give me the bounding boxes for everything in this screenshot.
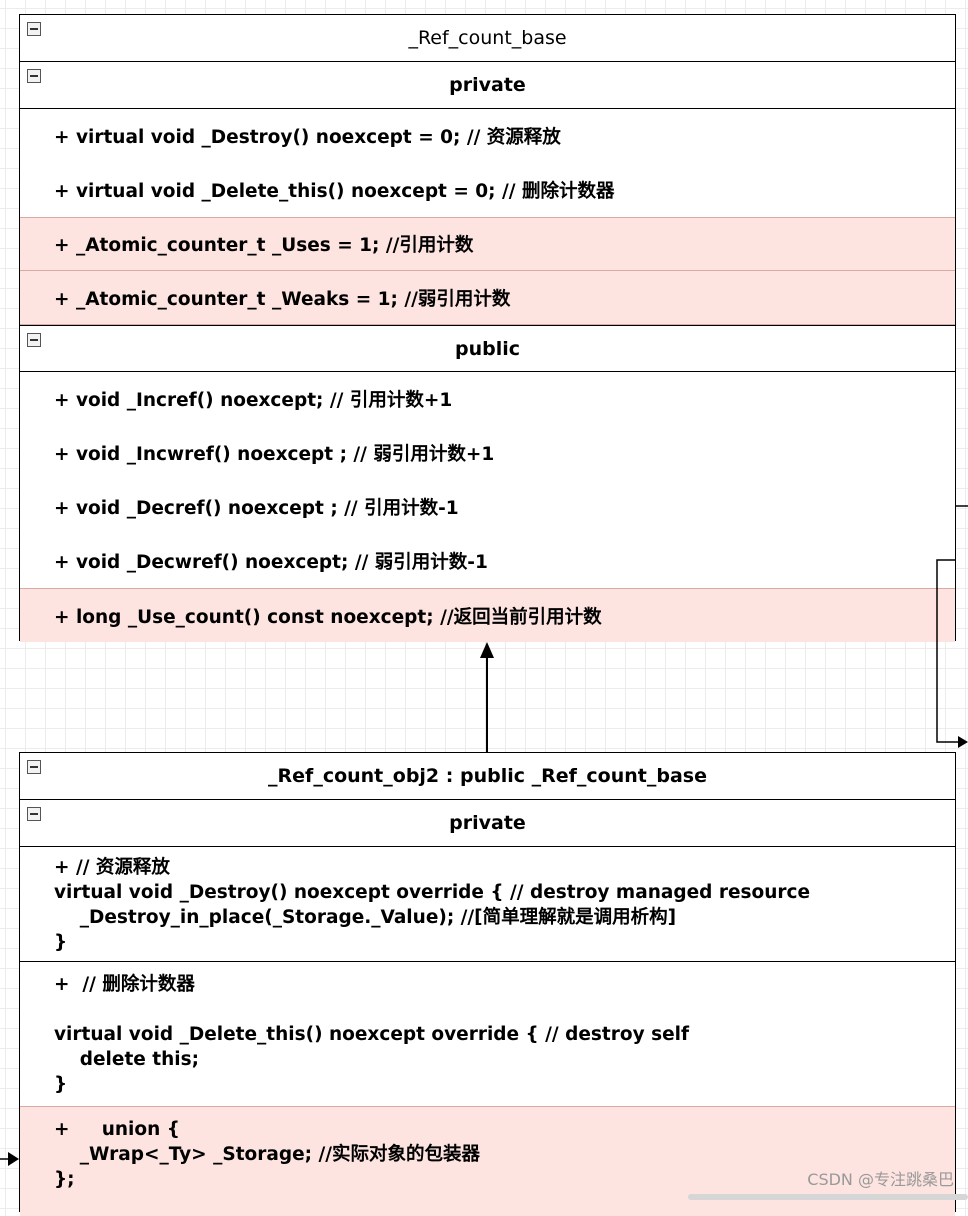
member-delete-this-override[interactable]: + // 删除计数器 virtual void _Delete_this() n… (54, 974, 690, 1095)
collapse-icon[interactable] (27, 22, 41, 36)
member-decwref[interactable]: + void _Decwref() noexcept; // 弱引用计数-1 (20, 534, 955, 588)
collapse-icon[interactable] (27, 807, 41, 821)
collapse-icon[interactable] (27, 760, 41, 774)
side-connector-left (0, 1152, 19, 1166)
member-text: + virtual void _Delete_this() noexcept =… (54, 181, 615, 202)
member-text: + _Atomic_counter_t _Weaks = 1; //弱引用计数 (54, 288, 511, 310)
member-destroy[interactable]: + virtual void _Destroy() noexcept = 0; … (20, 109, 955, 163)
member-text: + void _Incref() noexcept; // 引用计数+1 (54, 390, 453, 411)
class-ref-count-base[interactable]: _Ref_count_base private + virtual void _… (19, 14, 956, 642)
class-title-ref-count-obj2: _Ref_count_obj2 : public _Ref_count_base (20, 753, 955, 800)
section-private-header: private (20, 800, 955, 847)
member-text: + void _Decref() noexcept ; // 引用计数-1 (54, 498, 459, 519)
member-delete-this[interactable]: + virtual void _Delete_this() noexcept =… (20, 163, 955, 217)
section-label: private (449, 74, 526, 96)
collapse-icon[interactable] (27, 69, 41, 83)
class-title-text: _Ref_count_obj2 : public _Ref_count_base (268, 765, 707, 787)
inheritance-arrow (480, 642, 494, 752)
member-text: + virtual void _Destroy() noexcept = 0; … (54, 127, 561, 148)
class-title-ref-count-base: _Ref_count_base (20, 15, 955, 62)
section-public-header: public (20, 325, 955, 372)
section-label: public (454, 337, 520, 360)
member-incref[interactable]: + void _Incref() noexcept; // 引用计数+1 (20, 372, 955, 426)
section-private-header: private (20, 62, 955, 109)
member-incwref[interactable]: + void _Incwref() noexcept ; // 弱引用计数+1 (20, 426, 955, 480)
watermark: CSDN @专注跳桑巴 (807, 1170, 954, 1189)
member-use-count[interactable]: + long _Use_count() const noexcept; //返回… (20, 588, 955, 642)
member-uses[interactable]: + _Atomic_counter_t _Uses = 1; //引用计数 (20, 217, 955, 271)
class-ref-count-obj2[interactable]: _Ref_count_obj2 : public _Ref_count_base… (19, 752, 956, 1216)
member-text: + void _Incwref() noexcept ; // 弱引用计数+1 (54, 444, 495, 465)
collapse-icon[interactable] (27, 333, 41, 347)
member-text: + long _Use_count() const noexcept; //返回… (54, 606, 602, 628)
member-destroy-override[interactable]: + // 资源释放 virtual void _Destroy() noexce… (20, 847, 955, 962)
member-storage-union[interactable]: + union { _Wrap<_Ty> _Storage; //实际对象的包装… (20, 1106, 955, 1216)
horizontal-scrollbar[interactable] (688, 1194, 968, 1200)
class-title-text: _Ref_count_base (408, 27, 567, 49)
member-weaks[interactable]: + _Atomic_counter_t _Weaks = 1; //弱引用计数 (20, 271, 955, 325)
member-text: + void _Decwref() noexcept; // 弱引用计数-1 (54, 552, 488, 573)
member-decref[interactable]: + void _Decref() noexcept ; // 引用计数-1 (20, 480, 955, 534)
member-text: + _Atomic_counter_t _Uses = 1; //引用计数 (54, 235, 474, 256)
section-label: private (449, 812, 526, 834)
